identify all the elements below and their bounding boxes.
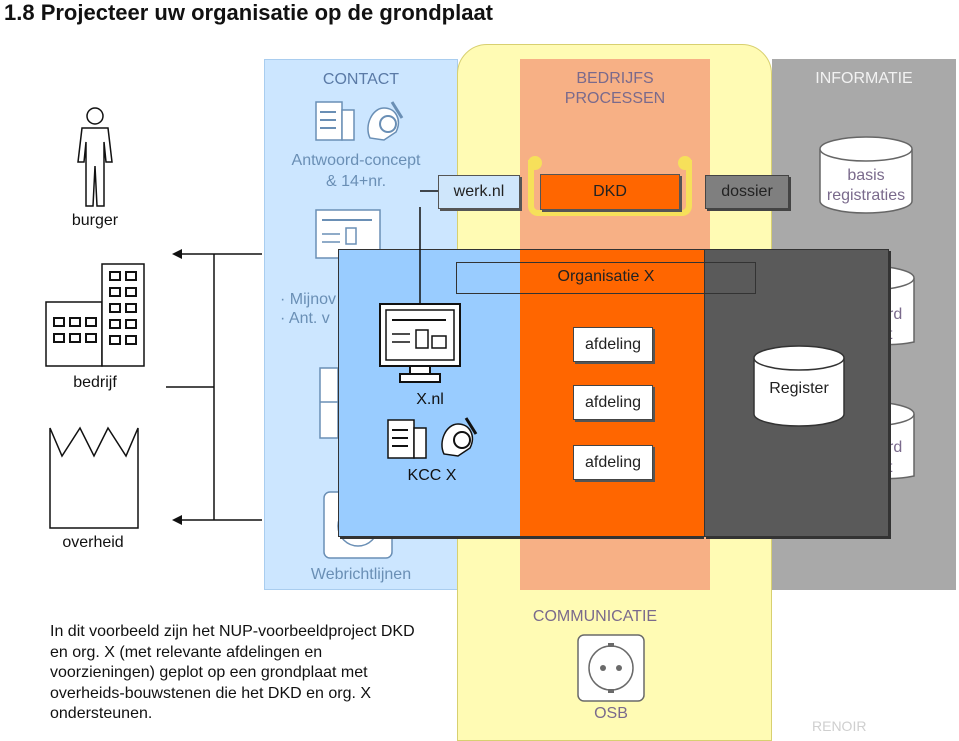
dkd-box: DKD	[540, 174, 680, 210]
basis-registraties-label-line2: registraties	[826, 187, 906, 204]
bedrijfsprocessen-label-line1: BEDRIJFS	[576, 70, 654, 87]
register-database-icon	[753, 345, 845, 427]
informatie-column-label: INFORMATIE	[815, 70, 913, 87]
dkd-bracket	[528, 160, 692, 216]
government-building-icon	[49, 426, 139, 529]
webrichtlijnen-label: Webrichtlijnen	[310, 566, 412, 583]
partial-db-label-2a: rd	[888, 439, 903, 456]
document-icon	[315, 101, 355, 141]
osb-label: OSB	[594, 705, 628, 722]
kcc-document-icon	[387, 419, 427, 459]
werknl-box: werk.nl	[438, 175, 520, 209]
person-icon	[77, 107, 113, 207]
register-label: Register	[769, 380, 829, 397]
mijnoverheid-label: · Mijnov	[280, 291, 337, 308]
basis-registraties-label-line1: basis	[847, 167, 885, 184]
dossier-label: dossier	[721, 183, 773, 200]
dkd-bracket-right-post	[678, 156, 692, 170]
communicatie-label: COMMUNICATIE	[532, 608, 658, 625]
bedrijfsprocessen-label-line2: PROCESSEN	[564, 90, 666, 107]
kcc-headset-icon	[441, 417, 478, 457]
dossier-box: dossier	[705, 175, 789, 209]
bedrijf-label: bedrijf	[73, 374, 117, 391]
document-stack-icon	[319, 367, 339, 439]
organisatie-title: Organisatie X	[557, 268, 655, 285]
xnl-label: X.nl	[416, 391, 444, 408]
computer-icon	[379, 303, 461, 383]
explanation-text: In dit voorbeeld zijn het NUP-voorbeeldp…	[50, 623, 415, 722]
renoir-footer: RENOIR	[812, 718, 867, 734]
organisatie-contact-section	[338, 249, 522, 537]
antwoord-concept-label-line1: Antwoord-concept	[291, 152, 421, 169]
dkd-bracket-left-post	[528, 156, 542, 170]
partial-db-label-1b: t	[888, 326, 893, 343]
afdeling-box-1: afdeling	[573, 327, 653, 362]
afdeling-box-3: afdeling	[573, 445, 653, 480]
partial-db-label-1a: rd	[888, 306, 903, 323]
burger-label: burger	[71, 212, 119, 229]
basis-registraties-database-icon	[819, 136, 913, 214]
headset-icon	[367, 101, 404, 141]
socket-icon	[577, 634, 645, 702]
page-title: 1.8 Projecteer uw organisatie op de gron…	[4, 0, 494, 25]
afdeling-box-2: afdeling	[573, 385, 653, 420]
kcc-label: KCC X	[407, 467, 457, 484]
overheid-label: overheid	[62, 534, 124, 551]
partial-db-label-2b: t	[888, 459, 893, 476]
antwoord-concept-label-line2: & 14+nr.	[325, 173, 387, 190]
contact-column-label: CONTACT	[322, 71, 400, 88]
office-building-icon	[45, 263, 145, 367]
dkd-label: DKD	[593, 183, 627, 200]
antwoord-voor-label: · Ant. v	[280, 310, 330, 327]
werknl-label: werk.nl	[453, 183, 505, 200]
organisatie-title-box: Organisatie X	[456, 262, 756, 294]
